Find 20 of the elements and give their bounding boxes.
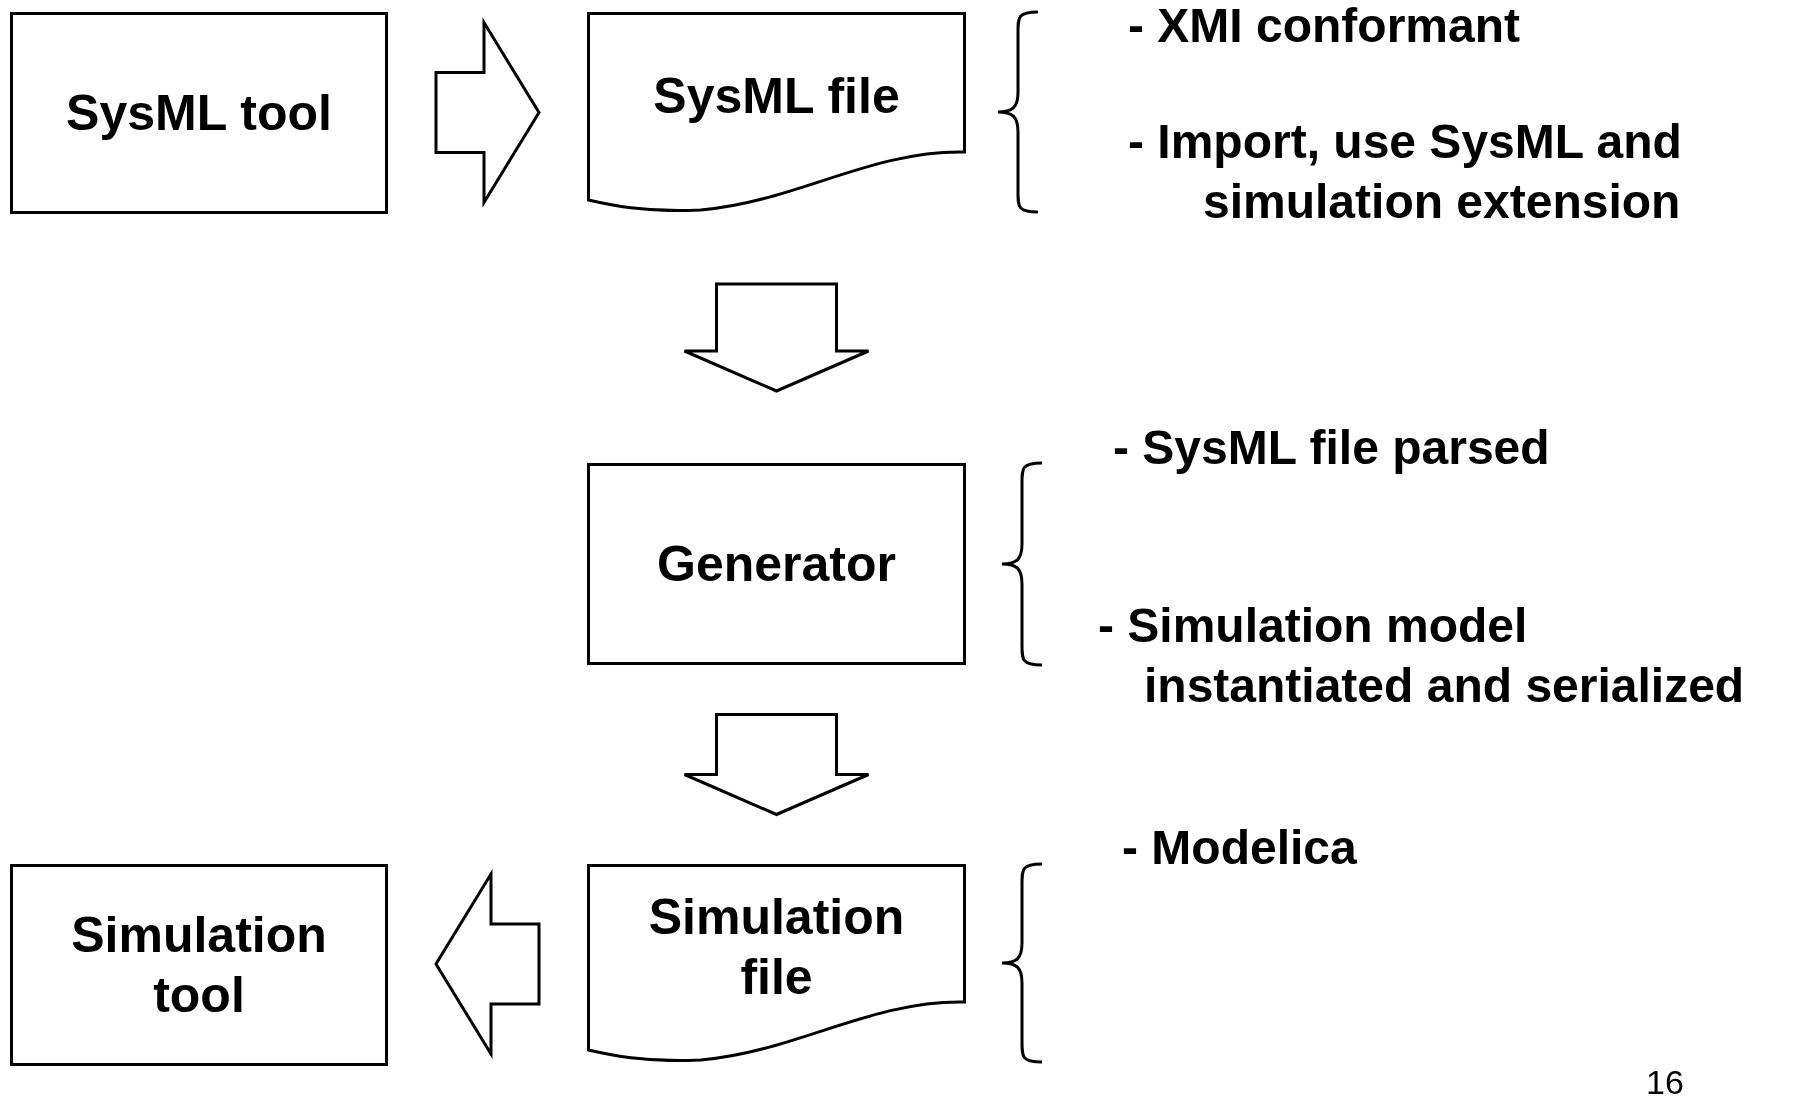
node-label: Generator [657,535,896,594]
note-text: - SysML file parsed [1113,420,1551,476]
node-label: Simulation file [647,888,906,1007]
node-label: SysML file [653,67,900,126]
note-text: - Import, use SysML and simulation extension [1128,114,1683,230]
page-number: 16 [1646,1062,1685,1103]
block-arrow [434,17,541,208]
process-box [10,12,388,214]
node-label: Simulation tool [70,906,328,1025]
document-shape [587,864,966,1062]
note-text: - Simulation model instantiated and serialized [1098,598,1746,714]
block-arrow [683,282,870,393]
note-text: - Modelica [1122,820,1358,876]
process-box [10,864,388,1066]
node-label: SysML tool [66,84,332,143]
block-arrow [434,868,541,1060]
process-box [587,463,966,665]
note-text: - XMI conformant [1128,0,1521,54]
document-shape [587,12,966,212]
block-arrow [683,713,870,817]
